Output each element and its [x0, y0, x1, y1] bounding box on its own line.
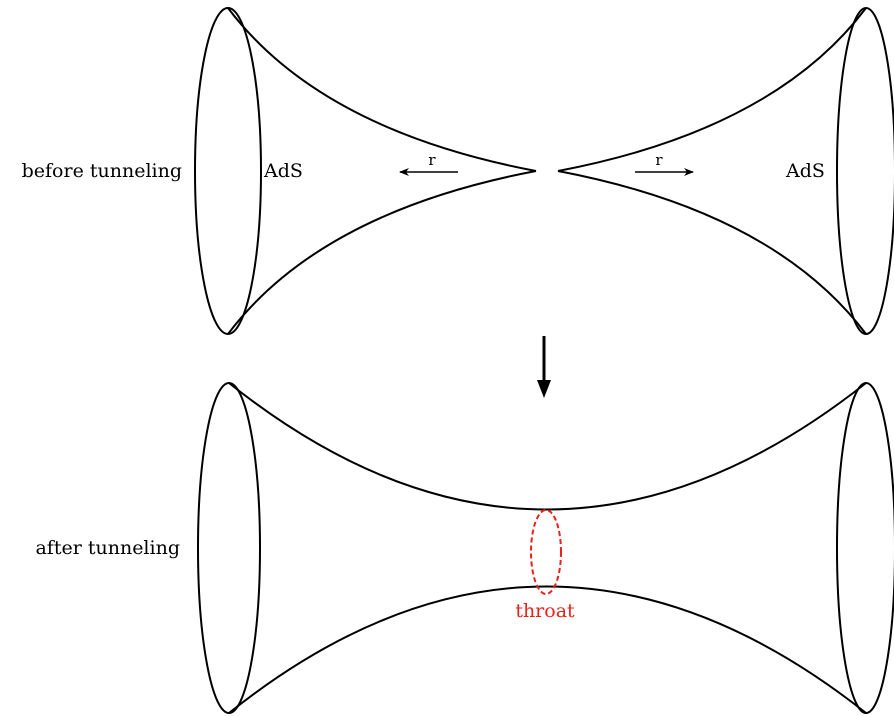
wormhole-upper-edge — [228, 382, 867, 511]
after-tunneling-label: after tunneling — [35, 537, 180, 559]
before-tunneling-label: before tunneling — [22, 160, 182, 182]
right-ads-cone — [557, 7, 894, 335]
after-tunneling-panel: after tunneling throat — [35, 382, 894, 714]
left-cone-upper-edge — [227, 7, 537, 172]
left-wormhole-mouth-ellipse — [197, 382, 261, 714]
transition-arrow — [537, 336, 551, 398]
before-tunneling-panel: before tunneling AdS r AdS r — [22, 7, 894, 335]
right-r-label: r — [655, 151, 663, 169]
left-ads-label: AdS — [263, 160, 303, 182]
right-wormhole-mouth-ellipse — [836, 382, 894, 714]
left-cone-boundary-ellipse — [194, 7, 262, 335]
left-cone-lower-edge — [227, 170, 537, 335]
wormhole-lower-edge — [228, 585, 867, 714]
right-cone-upper-edge — [557, 7, 867, 172]
throat-ellipse — [530, 509, 562, 595]
throat-label: throat — [515, 600, 575, 622]
right-cone-boundary-ellipse — [836, 7, 894, 335]
left-ads-cone — [194, 7, 537, 335]
right-cone-lower-edge — [557, 170, 867, 335]
right-ads-label: AdS — [785, 160, 825, 182]
left-r-label: r — [428, 151, 436, 169]
